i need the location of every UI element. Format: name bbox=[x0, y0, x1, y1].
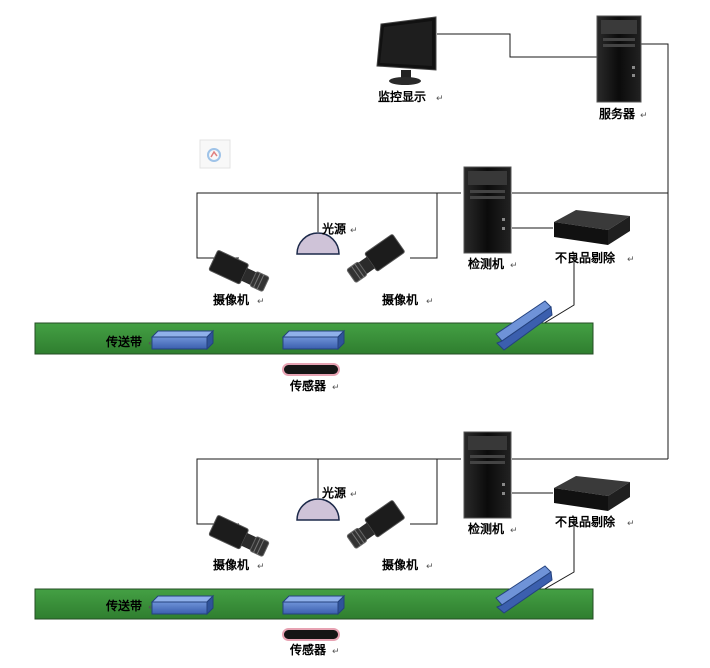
reject-label: 不良品剔除 bbox=[555, 514, 616, 529]
station-1: 检测机 ↵ 不良品剔除 ↵ 光源 ↵ 摄像机 ↵ bbox=[34, 166, 635, 393]
paragraph-mark: ↵ bbox=[257, 297, 265, 307]
paragraph-mark: ↵ bbox=[426, 562, 434, 572]
reject-label: 不良品剔除 bbox=[555, 250, 616, 265]
server-icon bbox=[596, 15, 642, 103]
chart-thumbnail-icon bbox=[199, 139, 231, 169]
paragraph-mark: ↵ bbox=[627, 255, 635, 265]
paragraph-mark: ↵ bbox=[640, 111, 648, 121]
paragraph-mark: ↵ bbox=[350, 490, 358, 500]
paragraph-mark: ↵ bbox=[332, 383, 340, 393]
paragraph-mark: ↵ bbox=[510, 261, 518, 271]
sensor-icon bbox=[282, 363, 340, 376]
monitor-label: 监控显示 bbox=[378, 89, 426, 104]
light-label: 光源 bbox=[321, 485, 346, 500]
camera-label: 摄像机 bbox=[382, 292, 418, 307]
light-source-icon bbox=[296, 232, 340, 255]
paragraph-mark: ↵ bbox=[257, 562, 265, 572]
camera-icon bbox=[346, 234, 405, 283]
station-2: 检测机 ↵ 不良品剔除 ↵ 光源 ↵ 摄像机 ↵ 摄像机 ↵ bbox=[34, 431, 668, 657]
sensor-label: 传感器 bbox=[289, 642, 327, 657]
paragraph-mark: ↵ bbox=[426, 297, 434, 307]
inspector-icon bbox=[463, 431, 512, 519]
rejected-product-item bbox=[495, 300, 553, 351]
camera-icon bbox=[346, 500, 405, 549]
reject-unit-icon bbox=[554, 476, 630, 511]
inspector-label: 检测机 bbox=[468, 521, 504, 536]
product-item bbox=[281, 594, 346, 616]
inspector-label: 检测机 bbox=[468, 256, 504, 271]
sensor-icon bbox=[282, 628, 340, 641]
light-source-icon bbox=[296, 498, 340, 521]
light-label: 光源 bbox=[321, 221, 346, 236]
network-wires-top bbox=[437, 33, 669, 459]
server-label: 服务器 bbox=[599, 106, 636, 121]
inspector-icon bbox=[463, 166, 512, 254]
monitor-icon bbox=[376, 16, 437, 85]
camera-label: 摄像机 bbox=[213, 292, 249, 307]
rejected-product-item bbox=[495, 565, 553, 614]
reject-unit-icon bbox=[554, 210, 630, 245]
camera-label: 摄像机 bbox=[213, 557, 249, 572]
paragraph-mark: ↵ bbox=[436, 94, 444, 104]
paragraph-mark: ↵ bbox=[510, 526, 518, 536]
product-item bbox=[281, 329, 346, 351]
paragraph-mark: ↵ bbox=[350, 226, 358, 236]
camera-icon bbox=[208, 250, 270, 292]
product-item bbox=[150, 594, 215, 616]
paragraph-mark: ↵ bbox=[627, 519, 635, 529]
paragraph-mark: ↵ bbox=[332, 647, 340, 657]
conveyor-label: 传送带 bbox=[105, 598, 142, 613]
product-item bbox=[150, 329, 215, 351]
sensor-label: 传感器 bbox=[289, 378, 327, 393]
conveyor-label: 传送带 bbox=[105, 334, 142, 349]
camera-label: 摄像机 bbox=[382, 557, 418, 572]
camera-icon bbox=[208, 515, 270, 557]
